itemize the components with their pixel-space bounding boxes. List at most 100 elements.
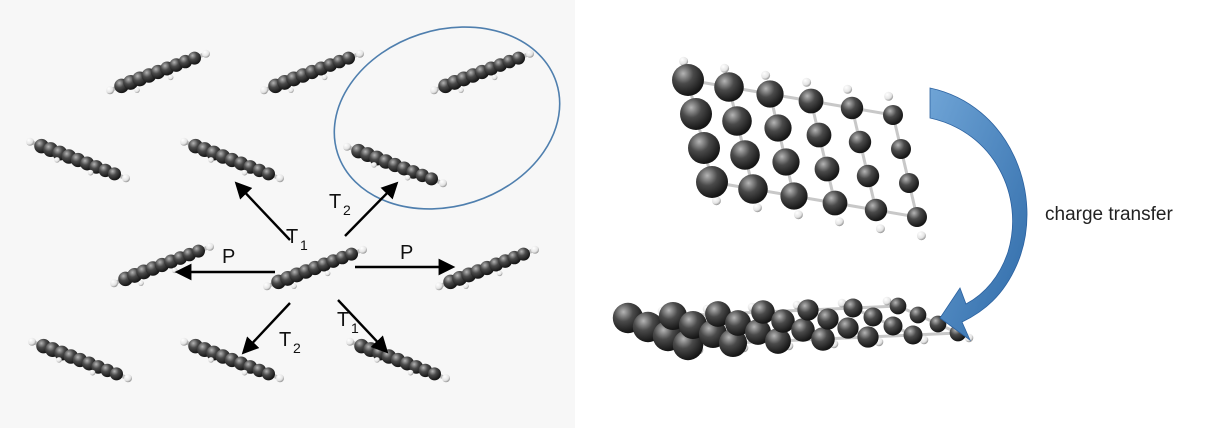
hydrogen-atom	[356, 49, 364, 58]
carbon-atom	[771, 309, 795, 333]
carbon-atom	[863, 307, 883, 327]
carbon-atom	[764, 114, 792, 142]
hydrogen-atom	[435, 282, 443, 291]
hydrogen-atom	[439, 179, 447, 188]
carbon-atom	[756, 80, 784, 108]
hydrogen-atom	[458, 87, 464, 93]
molecule	[435, 245, 539, 291]
label-t1-upper: T	[286, 226, 298, 248]
label-t1-lower-subscript: 1	[351, 320, 359, 336]
label-t1-upper-subscript: 1	[300, 237, 308, 253]
carbon-atom	[725, 310, 751, 336]
hydrogen-atom	[882, 296, 892, 306]
molecule	[180, 337, 284, 383]
carbon-atom	[811, 327, 835, 351]
carbon-atom	[261, 367, 276, 381]
arrow-t1-down	[337, 299, 389, 354]
hydrogen-atom	[180, 137, 188, 146]
hydrogen-atom	[138, 280, 144, 286]
carbon-atom	[843, 298, 863, 318]
hydrogen-atom	[288, 87, 294, 93]
hydrogen-atom	[404, 174, 411, 181]
hydrogen-atom	[171, 267, 178, 274]
carbon-atom	[883, 105, 903, 125]
molecule	[110, 242, 214, 288]
dimer-molecule-top	[672, 56, 927, 241]
hydrogen-atom	[291, 283, 297, 289]
carbon-atom	[109, 367, 124, 381]
hydrogen-atom	[496, 270, 503, 277]
carbon-atom	[837, 317, 859, 339]
label-t2-lower: T	[279, 329, 291, 351]
hydrogen-atom	[834, 217, 844, 227]
hydrogen-atom	[208, 157, 214, 163]
hydrogen-atom	[202, 49, 210, 58]
label-p-right: P	[400, 242, 413, 264]
carbon-atom	[680, 98, 712, 130]
hydrogen-atom	[430, 86, 438, 95]
carbon-atom	[765, 328, 791, 354]
carbon-atom	[696, 166, 728, 198]
hydrogen-atom	[793, 210, 803, 220]
carbon-atom	[261, 167, 276, 181]
carbon-atom	[730, 140, 760, 170]
carbon-atom	[857, 326, 879, 348]
carbon-atom	[822, 190, 848, 216]
carbon-atom	[722, 106, 752, 136]
carbon-atom	[907, 207, 927, 227]
hydrogen-atom	[180, 337, 188, 346]
carbon-atom	[672, 64, 704, 96]
hydrogen-atom	[122, 174, 130, 183]
carbon-atom	[814, 156, 840, 182]
hydrogen-atom	[491, 74, 498, 81]
hydrogen-atom	[711, 196, 721, 206]
hydrogen-atom	[28, 337, 36, 346]
label-t2-upper: T	[329, 191, 341, 213]
hydrogen-atom	[206, 242, 214, 251]
carbon-atom	[806, 122, 832, 148]
hydrogen-atom	[371, 162, 377, 168]
hydrogen-atom	[208, 357, 214, 363]
carbon-atom	[909, 306, 927, 324]
hydrogen-atom	[407, 369, 414, 376]
hydrogen-atom	[916, 231, 926, 241]
carbon-atom	[883, 316, 903, 336]
carbon-atom	[889, 297, 907, 315]
hydrogen-atom	[324, 270, 331, 277]
label-t1-lower: T	[337, 309, 349, 331]
carbon-atom	[798, 88, 824, 114]
molecule	[28, 337, 132, 383]
hydrogen-atom	[241, 369, 248, 376]
carbon-atom	[516, 247, 531, 261]
hydrogen-atom	[56, 357, 62, 363]
transfer-arrows	[174, 181, 456, 355]
hydrogen-atom	[276, 174, 284, 183]
hydrogen-atom	[263, 282, 271, 291]
molecule	[106, 49, 210, 95]
molecule-lattice	[26, 49, 539, 383]
carbon-atom	[688, 132, 720, 164]
carbon-atom	[772, 148, 800, 176]
hydrogen-atom	[843, 84, 853, 94]
carbon-atom	[511, 51, 526, 65]
hydrogen-atom	[89, 369, 96, 376]
carbon-atom	[751, 300, 775, 324]
hydrogen-atom	[346, 337, 354, 346]
carbon-atom	[714, 72, 744, 102]
carbon-atom	[718, 328, 748, 358]
carbon-atom	[840, 96, 864, 120]
label-t2-upper-subscript: 2	[343, 202, 351, 218]
hydrogen-atom	[87, 169, 94, 176]
carbon-atom	[745, 319, 771, 345]
hydrogen-atom	[321, 74, 328, 81]
molecule	[343, 142, 447, 188]
hydrogen-atom	[802, 77, 812, 87]
charge-transfer-label: charge transfer	[1045, 204, 1173, 225]
arrow-labels: P P T 1 T 2 T 2 T 1	[222, 191, 413, 356]
carbon-atom	[797, 299, 819, 321]
hydrogen-atom	[26, 137, 34, 146]
carbon-atom	[903, 325, 923, 345]
hydrogen-atom	[110, 279, 118, 288]
hydrogen-atom	[106, 86, 114, 95]
